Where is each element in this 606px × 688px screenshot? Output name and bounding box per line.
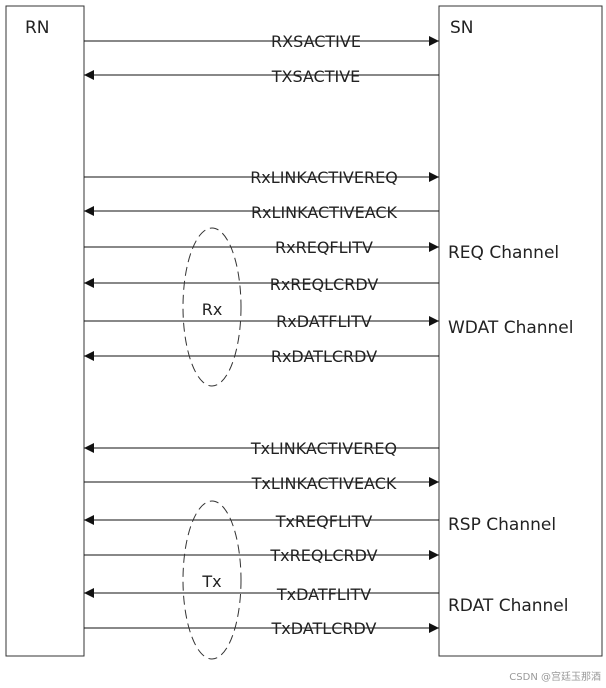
signal-label: RxREQLCRDV (270, 275, 379, 294)
signal-txsactive: TXSACTIVE (84, 67, 439, 86)
signal-label: RxLINKACTIVEACK (251, 203, 398, 222)
tx-group-label: Tx (201, 572, 221, 591)
signal-label: RxREQFLITV (275, 238, 373, 257)
signal-label: TxREQFLITV (275, 512, 373, 531)
signal-rxdatflitv: RxDATFLITV (84, 312, 439, 331)
signal-rxlinkactivereq: RxLINKACTIVEREQ (84, 168, 439, 187)
signal-txdatflitv: TxDATFLITV (84, 585, 439, 604)
channel-label-req: REQ Channel (448, 243, 559, 263)
signal-label: TXSACTIVE (271, 67, 361, 86)
signal-label: TxLINKACTIVEACK (251, 474, 397, 493)
rn-node-label: RN (25, 18, 50, 38)
signal-rxreqlcrdv: RxREQLCRDV (84, 275, 439, 294)
sn-node-label: SN (450, 18, 474, 38)
signal-label: TxDATLCRDV (271, 619, 377, 638)
signal-label: RXSACTIVE (271, 32, 361, 51)
signal-txdatlcrdv: TxDATLCRDV (84, 619, 439, 638)
signal-label: RxDATFLITV (276, 312, 372, 331)
signal-txlinkactiveack: TxLINKACTIVEACK (84, 474, 439, 493)
rn-node-box (5, 5, 85, 657)
channel-label-rsp: RSP Channel (448, 515, 556, 535)
channel-label-wdat: WDAT Channel (448, 318, 574, 338)
signal-txreqflitv: TxREQFLITV (84, 512, 439, 531)
signal-rxreqflitv: RxREQFLITV (84, 238, 439, 257)
sn-node-box (438, 5, 603, 657)
signal-label: TxREQLCRDV (269, 546, 377, 565)
signal-rxdatlcrdv: RxDATLCRDV (84, 347, 439, 366)
signal-label: RxDATLCRDV (271, 347, 377, 366)
watermark-text: CSDN @宫廷玉那酒 (509, 670, 601, 683)
signal-rxlinkactiveack: RxLINKACTIVEACK (84, 203, 439, 222)
signal-label: TxLINKACTIVEREQ (250, 439, 397, 458)
signal-txlinkactivereq: TxLINKACTIVEREQ (84, 439, 439, 458)
signal-rxsactive: RXSACTIVE (84, 32, 439, 51)
signal-label: TxDATFLITV (276, 585, 371, 604)
rx-group-ellipse (182, 227, 242, 387)
signal-txreqlcrdv: TxREQLCRDV (84, 546, 439, 565)
rx-group-label: Rx (202, 300, 223, 319)
channel-label-rdat: RDAT Channel (448, 596, 569, 616)
tx-group-ellipse (182, 500, 242, 660)
signal-label: RxLINKACTIVEREQ (250, 168, 398, 187)
